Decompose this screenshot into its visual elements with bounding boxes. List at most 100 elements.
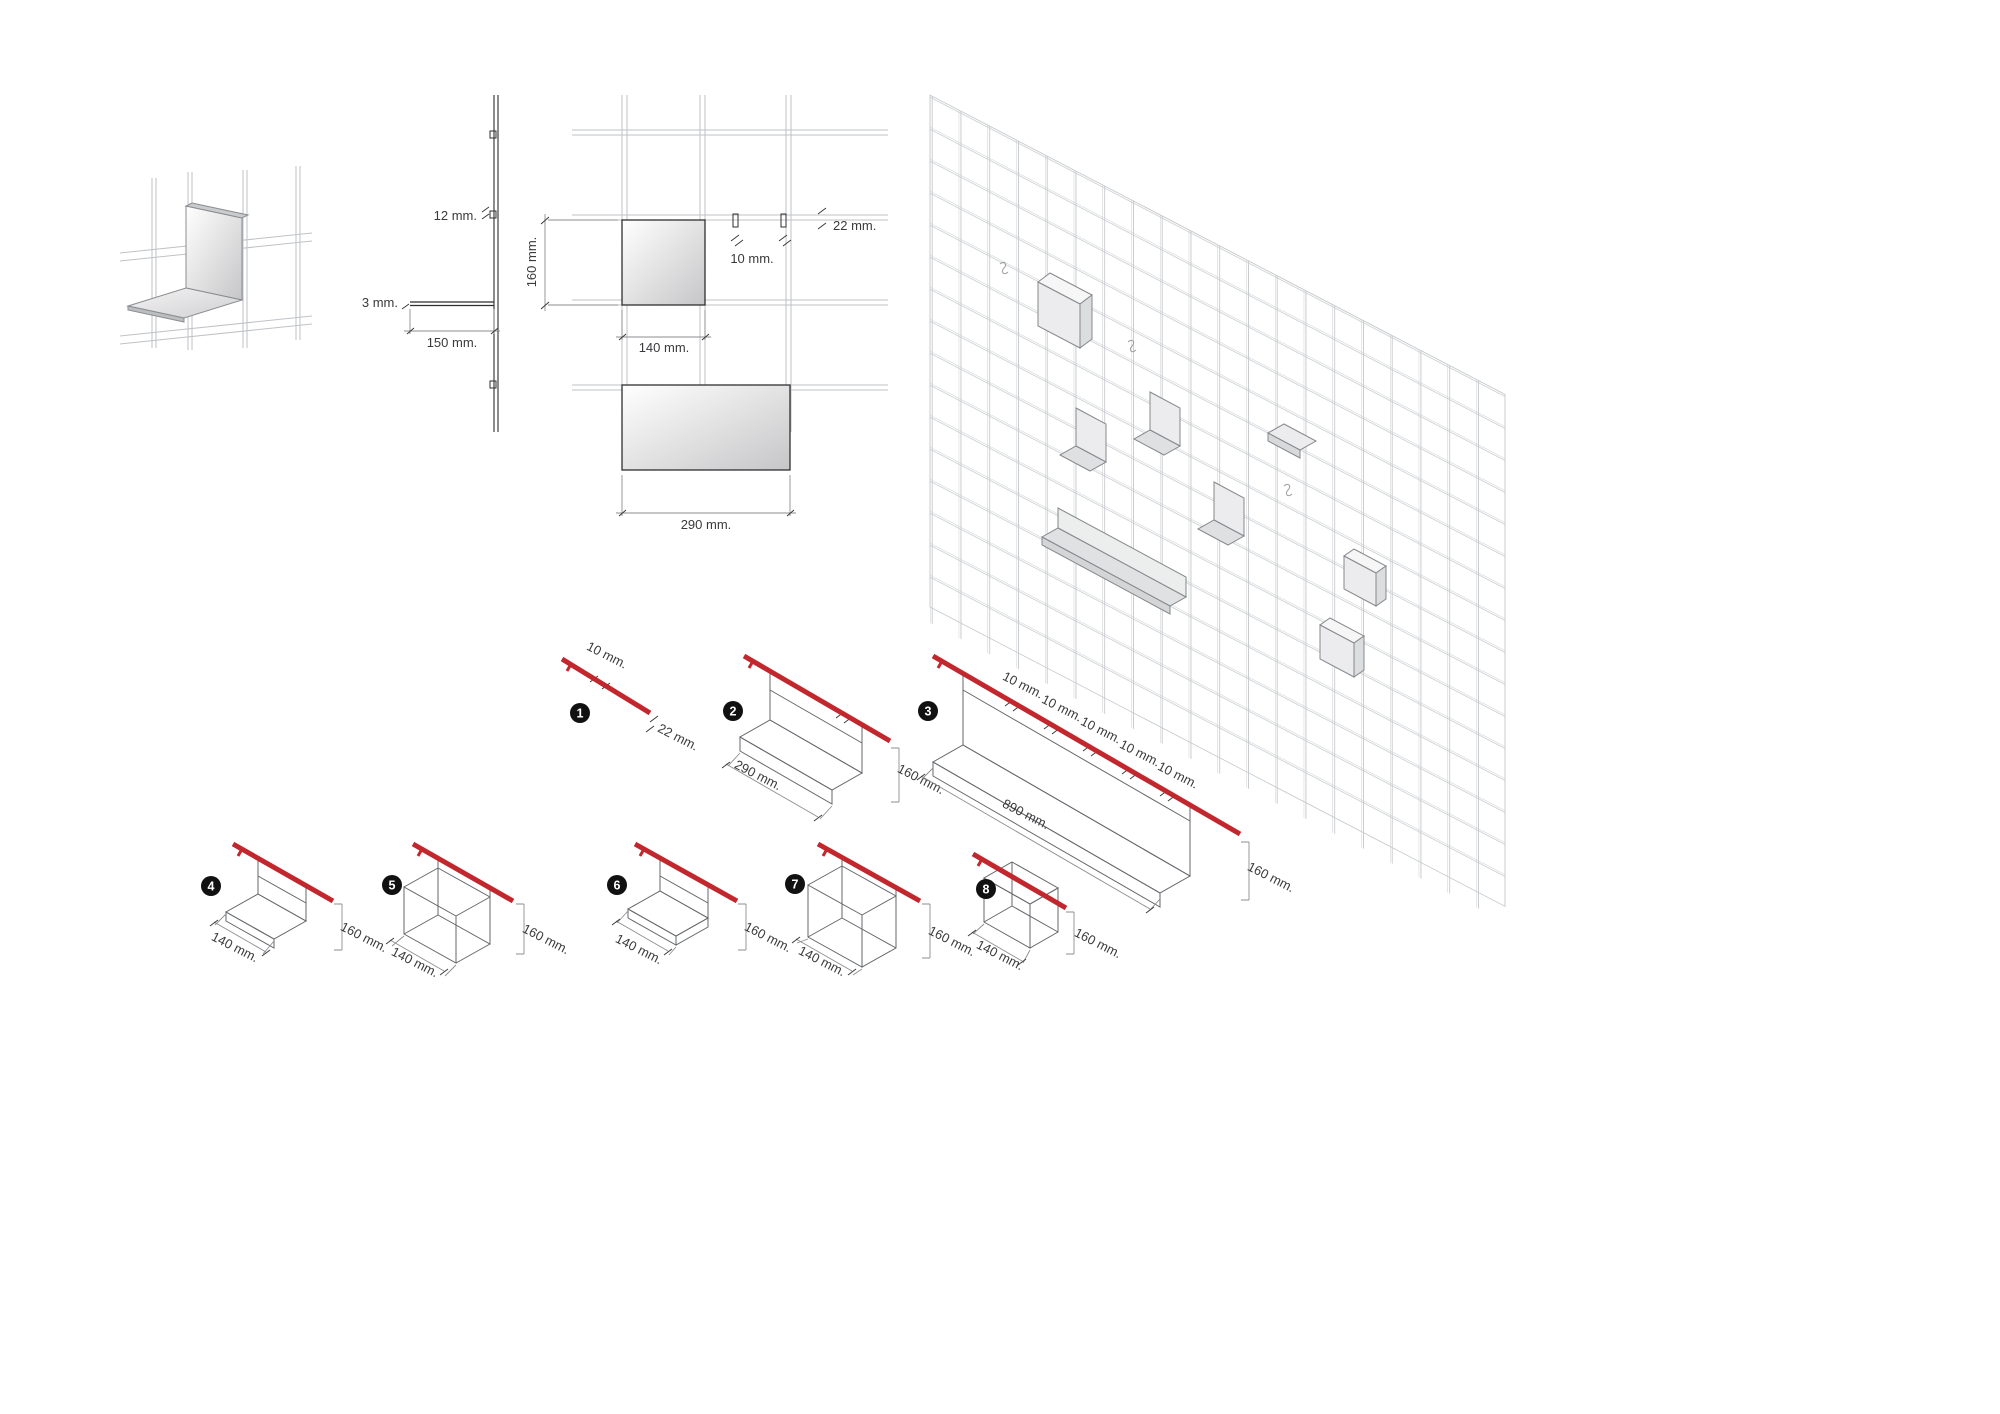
wall-shelf-long [1040,507,1188,615]
dim-10mm-ticks [730,234,792,247]
dim-160mm-ticks [540,216,550,310]
dim-width-ticks [721,761,823,822]
wall-cube-bottom [1319,617,1365,678]
dim-height-label: 160 mm. [895,761,947,797]
svg-text:6: 6 [614,879,621,893]
shelf-front-lip [739,736,833,805]
shelf-front-lip [225,911,275,949]
s-hook-icon [1283,483,1293,497]
rail-hook [936,660,944,669]
dim-height-bracket [334,903,343,951]
hanging-rail-bar [742,653,892,744]
rail-hook [236,848,244,857]
clip-square-left [732,213,739,228]
s-hook-icon [999,261,1009,275]
component-6: 140 mm. 160 mm. 6 [607,841,794,967]
item-number-badge: 1 [570,703,590,723]
front-elevation-view: 160 mm. 10 mm. 22 mm. 140 mm. 290 mm. [524,95,888,532]
rail-hook [565,663,573,672]
wall-cube-right [1343,548,1387,607]
dim-width-ticks [916,773,1155,914]
storage-box [807,865,897,968]
hanging-rail-bar [971,851,1068,911]
dim-150mm-lines [404,309,500,334]
svg-text:1: 1 [577,707,584,721]
dim-22mm-label: 22 mm. [655,720,700,753]
hanging-rail-bar [633,841,739,904]
dim-width-lines [615,910,677,956]
svg-text:3: 3 [925,705,932,719]
wall-bracket-right [1196,481,1246,546]
small-shelf-panel [621,219,706,306]
dim-ticks [645,715,659,733]
wall-post-line [493,95,499,432]
item-number-badge: 8 [976,879,996,899]
svg-text:4: 4 [208,880,215,894]
dim-150mm-label: 150 mm. [427,335,478,350]
svg-text:5: 5 [389,879,396,893]
dim-width-lines [725,752,833,820]
dim-width-ticks [611,918,673,956]
dim-width-label: 290 mm. [732,757,784,793]
rail-hook [747,660,755,669]
svg-text:7: 7 [792,878,799,892]
dim-140mm-lines [616,310,711,340]
dim-width-ticks [967,929,1027,966]
clip-square-top [489,130,497,139]
dim-width-label: 140 mm. [974,937,1026,973]
shelf-surface [224,893,308,940]
clip-square-mid [489,210,497,219]
dim-width-label: 140 mm. [389,944,441,980]
dim-width-label: 140 mm. [613,931,665,967]
hanging-rail-bar [231,841,335,904]
dim-height-label: 160 mm. [1245,859,1297,895]
wall-bracket-left [1058,407,1108,472]
dim-width-label: 140 mm. [796,943,848,979]
wall-bracket-mid [1132,391,1182,456]
dim-290mm-label: 290 mm. [681,517,732,532]
dim-width-lines [795,938,863,976]
dim-150mm-ticks [406,327,499,335]
item-number-badge: 5 [382,875,402,895]
open-cube [403,867,491,964]
wall-axonometric-view [929,94,1506,923]
dim-10mm-label: 10 mm. [730,251,773,266]
dim-width-lines [213,913,275,955]
dim-3mm-label: 3 mm. [362,295,398,310]
hanging-rail-bar [411,841,515,904]
dim-12mm-label: 12 mm. [434,208,477,223]
component-8: 140 mm. 160 mm. 8 [967,851,1124,973]
rail-hook [976,858,984,867]
dim-290mm-ticks [618,509,795,517]
dim-160mm-lines [544,214,618,311]
dim-3mm-tick [401,303,410,310]
item-number-badge: 3 [918,701,938,721]
wall-shelf-small [1266,423,1318,459]
dim-height-label: 160 mm. [520,921,572,957]
dim-height-bracket [1241,841,1250,901]
dim-height-bracket [922,903,931,959]
dim-160mm-label: 160 mm. [524,237,539,288]
item-number-badge: 6 [607,875,627,895]
large-shelf-panel [621,384,791,471]
iso-detail-view [119,166,313,350]
rail-hook [416,848,424,857]
dim-12mm-ticks [481,206,490,220]
wire-links [659,858,709,903]
shelf-front-lip [932,761,1161,908]
hanging-rail-bar [560,656,652,716]
dim-width-ticks [209,919,271,957]
dim-height-label: 160 mm. [926,923,978,959]
rail-hook [821,848,829,857]
dim-140mm-label: 140 mm. [639,340,690,355]
dim-10mm-label: 10 mm. [584,638,629,671]
svg-text:8: 8 [983,883,990,897]
storage-box [982,861,1060,949]
dim-height-bracket [516,903,525,955]
rail-hook [638,848,646,857]
wall-cube-top [1037,272,1093,349]
component-1: 10 mm. 22 mm. 1 [560,638,701,754]
bracket-shelf-lip [127,305,185,323]
shelf-profile-line [410,301,494,307]
